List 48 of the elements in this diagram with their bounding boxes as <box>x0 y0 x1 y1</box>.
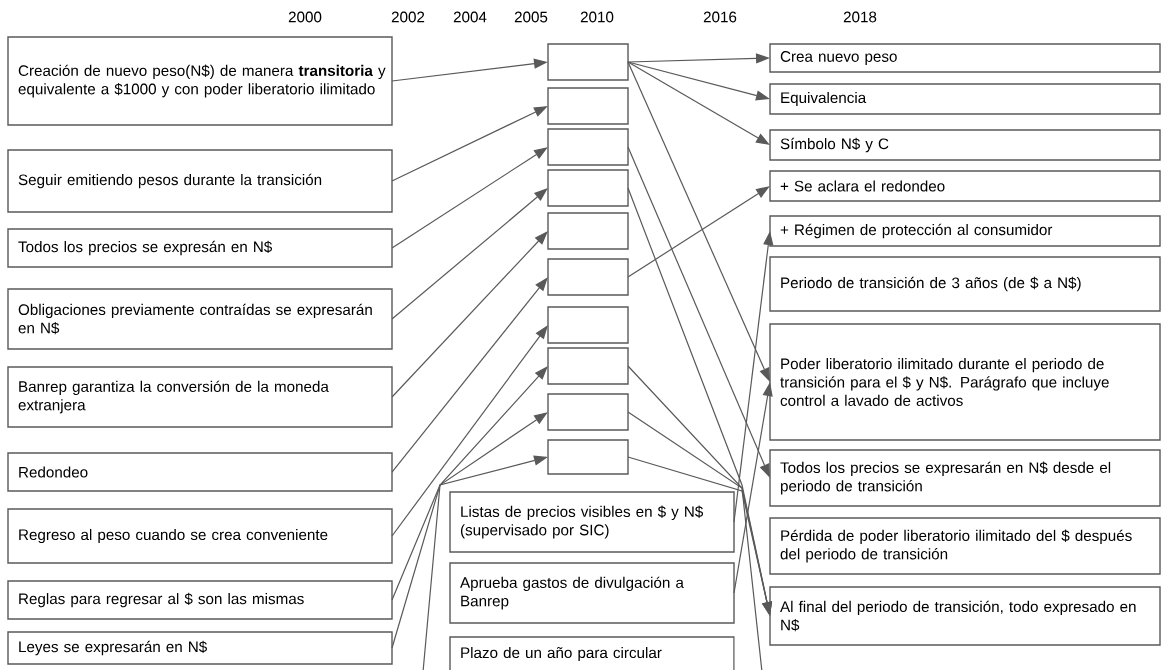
empty-box <box>547 393 629 431</box>
text-box: Listas de precios visibles en $ y N$ (supervisado por SIC) <box>449 491 735 553</box>
empty-box <box>547 212 629 250</box>
arrow <box>627 186 770 278</box>
arrow <box>627 61 770 145</box>
arrow <box>391 366 548 601</box>
text-box: Reglas para regresar al $ son las mismas <box>7 580 393 620</box>
text-box: Regreso al peso cuando se crea conveniente <box>7 508 393 564</box>
empty-box <box>547 439 629 475</box>
year-label: 2004 <box>453 11 487 23</box>
text-box: Todos los precios se expresán en N$ <box>7 228 393 268</box>
empty-box <box>547 169 629 207</box>
empty-box <box>547 258 629 296</box>
text-box: Poder liberatorio ilimitado durante el periodo de transición para el $ y N$. Parágrafo que incluye control a lavado de activos <box>769 323 1161 441</box>
text-box: Seguir emitiendo pesos durante la transición <box>7 149 393 213</box>
text-box: Crea nuevo peso <box>769 43 1161 73</box>
empty-box <box>547 347 629 385</box>
year-label: 2002 <box>391 11 425 23</box>
year-label: 2018 <box>843 11 877 23</box>
text-box: Redondeo <box>7 452 393 492</box>
year-label: 2016 <box>703 11 737 23</box>
text-box: Símbolo N$ y C <box>769 129 1161 161</box>
text-box: Aprueba gastos de divulgación a Banrep <box>449 562 735 624</box>
text-box: Periodo de transición de 3 años (de $ a N$) <box>769 256 1161 312</box>
text-box: Creación de nuevo peso(N$) de manera transitoria y equivalente a $1000 y con poder liberatorio ilimitado <box>7 36 393 126</box>
arrow <box>391 277 548 473</box>
arrow <box>391 325 548 537</box>
empty-box <box>547 87 629 125</box>
year-label: 2000 <box>288 11 322 23</box>
empty-box <box>547 43 629 81</box>
year-label: 2010 <box>580 11 614 23</box>
text-box: + Se aclara el redondeo <box>769 170 1161 202</box>
text-box: Banrep garantiza la conversión de la moneda extranjera <box>7 366 393 428</box>
text-box: Al final del periodo de transición, todo expresado en N$ <box>769 586 1161 646</box>
text-box: Leyes se expresarán en N$ <box>7 631 393 665</box>
text-box: Pérdida de poder liberatorio ilimitado del $ después del periodo de transición <box>769 517 1161 575</box>
text-box: Equivalencia <box>769 83 1161 115</box>
arrow <box>391 147 548 249</box>
text-box: Plazo de un año para circular <box>449 636 735 670</box>
empty-box <box>547 128 629 166</box>
year-label: 2005 <box>514 11 548 23</box>
arrow <box>391 188 548 320</box>
empty-box <box>547 306 629 344</box>
text-box: Todos los precios se expresarán en N$ desde el periodo de transición <box>769 449 1161 507</box>
text-box: + Régimen de protección al consumidor <box>769 215 1161 247</box>
arrow <box>391 231 548 398</box>
arrow <box>391 412 548 649</box>
text-box: Obligaciones previamente contraídas se expresarán en N$ <box>7 288 393 350</box>
